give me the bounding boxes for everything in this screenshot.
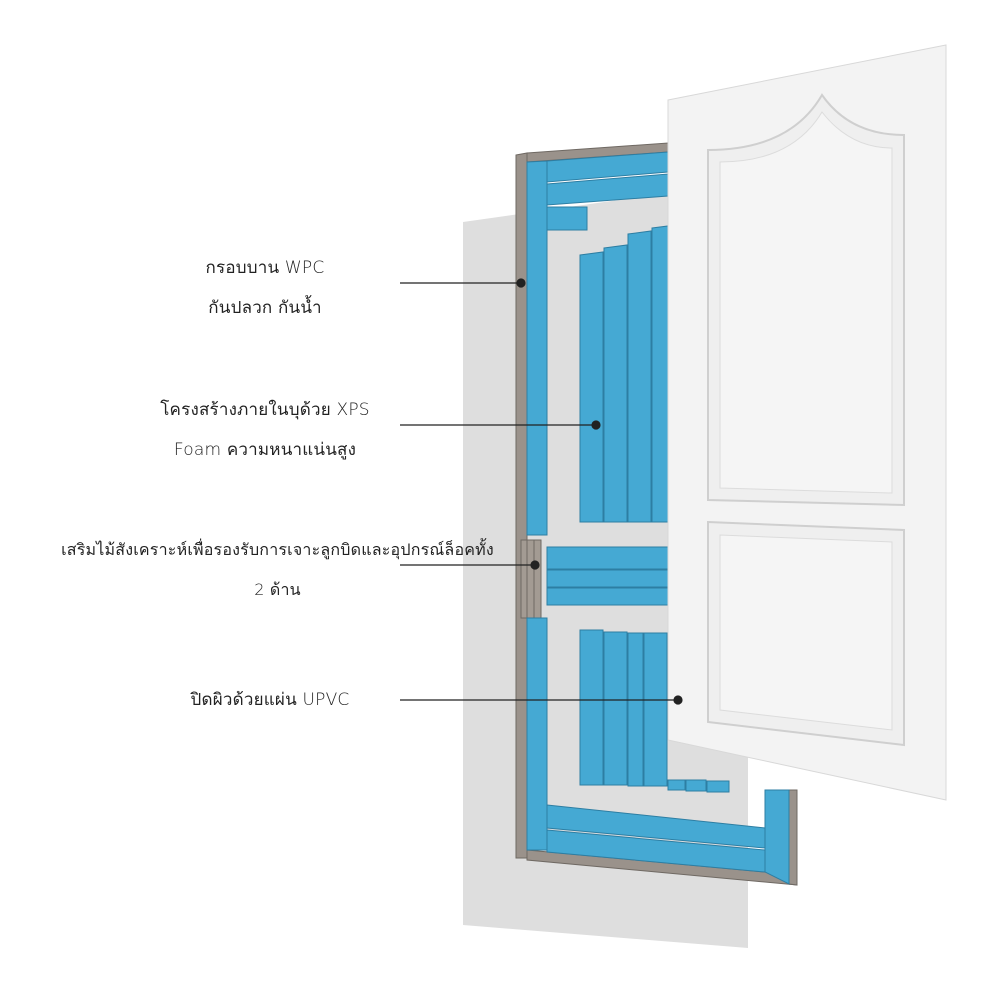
callout-wpc-frame: กรอบบาน WPC กันปลวก กันน้ำ: [75, 248, 455, 328]
front-upvc-panel: [667, 44, 947, 801]
callout-line: Foam ความหนาแน่นสูง: [173, 440, 357, 460]
xps-foam-core: [526, 151, 790, 885]
callout-line: ปิดผิวด้วยแผ่น UPVC: [190, 690, 350, 710]
wpc-frame: [515, 142, 798, 886]
callout-line: เสริมไม้สังเคราะห์เพื่อรองรับการเจาะลูกบ…: [61, 540, 494, 559]
leader-lines: [400, 278, 683, 705]
callout-upvc-skin: ปิดผิวด้วยแผ่น UPVC: [80, 680, 460, 720]
callout-lock-reinforcement: เสริมไม้สังเคราะห์เพื่อรองรับการเจาะลูกบ…: [0, 530, 555, 610]
callout-line: กรอบบาน WPC: [205, 258, 325, 278]
callout-line: กันปลวก กันน้ำ: [208, 298, 322, 318]
callout-line: โครงสร้างภายในบุด้วย XPS: [160, 400, 370, 420]
callout-line: 2 ด้าน: [254, 580, 301, 599]
callout-xps-foam: โครงสร้างภายในบุด้วย XPS Foam ความหนาแน่…: [75, 390, 455, 470]
